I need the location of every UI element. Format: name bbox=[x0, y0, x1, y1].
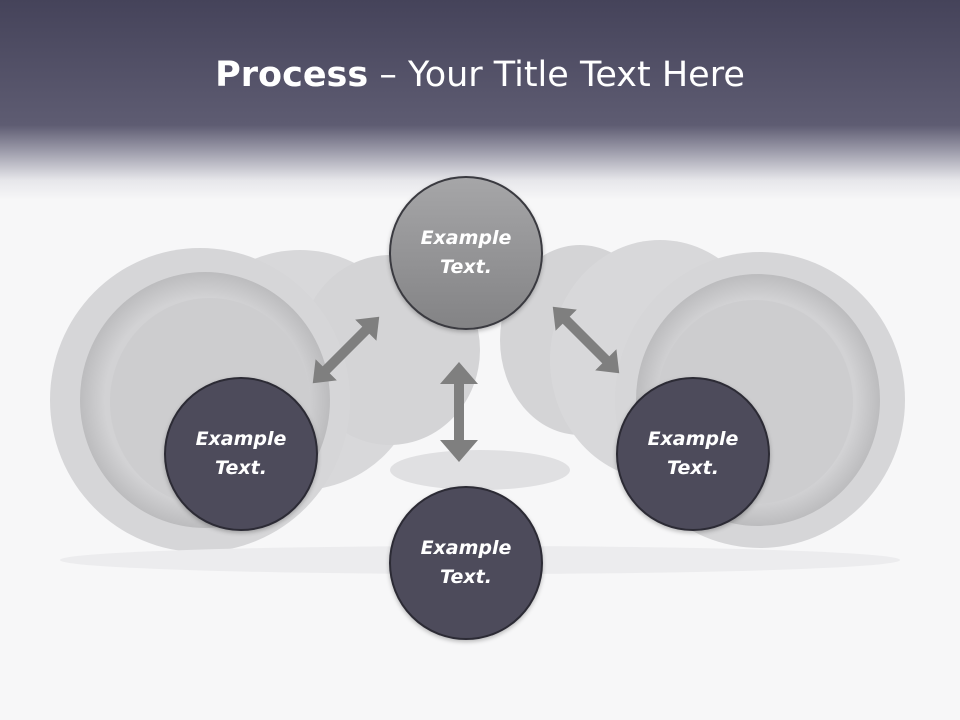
process-node-top: Example Text. bbox=[389, 176, 543, 330]
node-bottom-label: Example Text. bbox=[420, 537, 512, 588]
process-node-bottom: Example Text. bbox=[389, 486, 543, 640]
node-left-label: Example Text. bbox=[195, 428, 287, 479]
arrow-vertical bbox=[440, 362, 478, 462]
title-bold: Process bbox=[215, 55, 369, 95]
title-rest: – Your Title Text Here bbox=[368, 55, 745, 95]
node-right-label: Example Text. bbox=[647, 428, 739, 479]
arrow-top-right bbox=[552, 306, 620, 374]
slide-title: Process – Your Title Text Here bbox=[0, 52, 960, 98]
title-banner bbox=[0, 0, 960, 200]
process-node-left: Example Text. bbox=[164, 377, 318, 531]
process-node-right: Example Text. bbox=[616, 377, 770, 531]
arrow-top-left bbox=[312, 316, 380, 384]
node-top-label: Example Text. bbox=[420, 227, 512, 278]
